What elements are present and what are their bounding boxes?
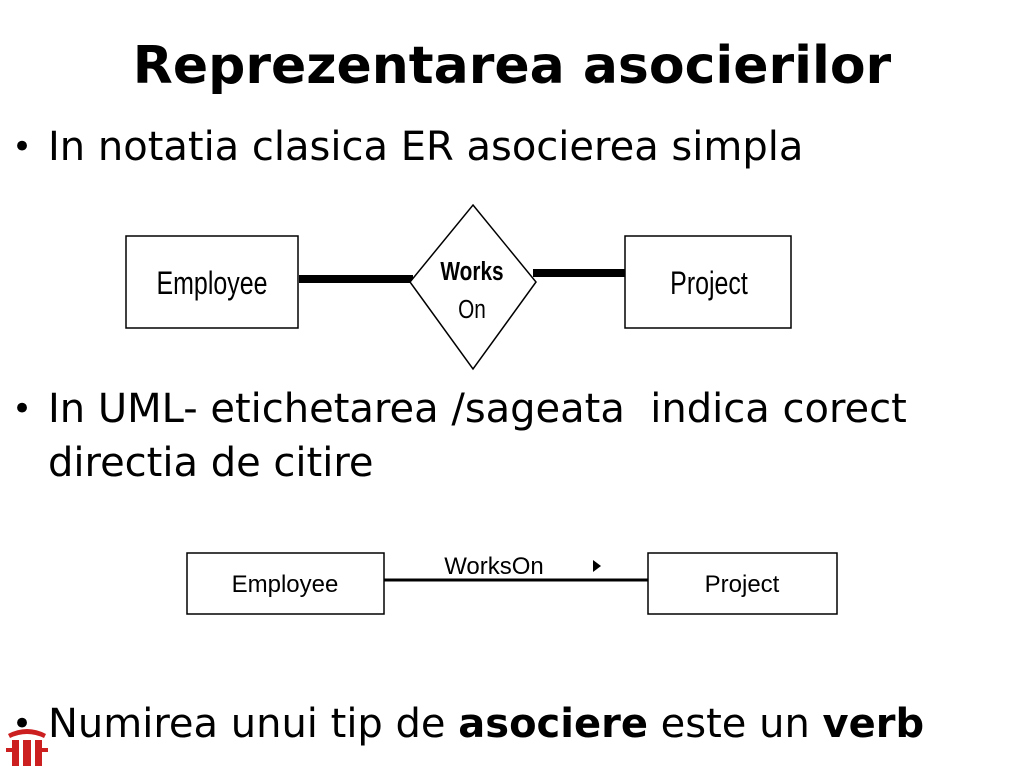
bullet-text-part: este un	[647, 701, 823, 747]
bullet-uml-notation: • In UML- etichetarea /sageata indica co…	[12, 382, 968, 490]
bullet-text: In notatia clasica ER asocierea simpla	[48, 124, 804, 170]
uml-class-project-label: Project	[705, 571, 780, 598]
er-entity-project-box	[624, 235, 792, 329]
bullet-text-emphasis-verb: verb	[822, 701, 925, 747]
er-diagram: Employee Project Works On	[125, 203, 792, 371]
uml-reading-direction-arrow-icon	[593, 560, 601, 572]
er-entity-project-label: Project	[670, 266, 748, 302]
bullet-text-emphasis-asociere: asociere	[458, 701, 648, 747]
bullet-text-line-1: In UML- etichetarea /sageata indica core…	[48, 386, 907, 432]
bullet-symbol: •	[12, 704, 33, 744]
uml-diagram: Employee WorksOn Project	[186, 552, 838, 615]
bullet-text: Numirea unui tip de asociere este un ver…	[12, 697, 968, 751]
bullet-association-naming: • Numirea unui tip de asociere este un v…	[12, 697, 968, 751]
uml-class-employee-label: Employee	[232, 571, 339, 598]
er-entity-employee-label: Employee	[157, 266, 268, 302]
bullet-er-notation: • In notatia clasica ER asocierea simpla	[12, 120, 968, 174]
er-relationship-diamond	[409, 203, 537, 371]
bullet-text-part: Numirea unui tip de	[48, 701, 459, 747]
bullet-text: In UML- etichetarea /sageata indica core…	[12, 382, 968, 490]
slide-title: Reprezentarea asocierilor	[132, 36, 892, 96]
uml-class-project-box	[647, 552, 838, 615]
university-logo-icon	[6, 729, 48, 766]
er-relationship-label-line2: On	[458, 295, 486, 324]
bullet-text-line-2: directia de citire	[48, 440, 374, 486]
er-relationship-label-line1: Works	[440, 257, 503, 286]
er-entity-employee-box	[125, 235, 299, 329]
uml-association-label: WorksOn	[444, 553, 544, 580]
bullet-symbol: •	[12, 127, 33, 167]
bullet-symbol: •	[12, 389, 33, 429]
uml-class-employee-box	[186, 552, 385, 615]
